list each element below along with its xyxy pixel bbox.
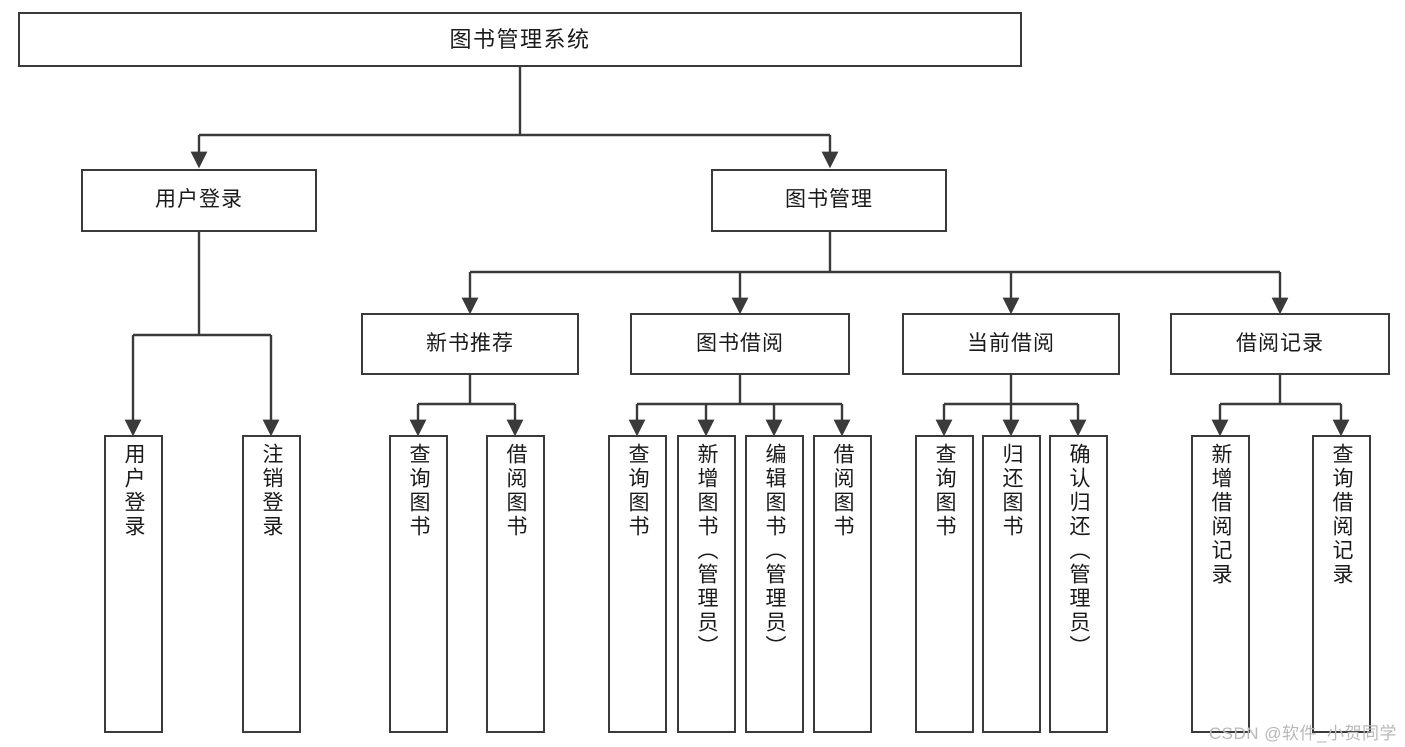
node-label: 查询图书 (407, 443, 430, 539)
node-label: 查询图书 (626, 443, 649, 539)
node-root-system[interactable]: 图书管理系统 (18, 12, 1022, 67)
node-label: 图书借阅 (696, 331, 784, 355)
node-label: 新增借阅记录 (1209, 443, 1232, 587)
node-user-login[interactable]: 用户登录 (81, 169, 317, 232)
node-label: 新书推荐 (426, 331, 514, 355)
node-label: 新增图书（管理员） (695, 443, 718, 659)
node-current-borrow[interactable]: 当前借阅 (902, 313, 1120, 375)
node-label: 用户登录 (155, 188, 243, 212)
node-label: 用户登录 (122, 443, 145, 539)
leaf-query-book-current[interactable]: 查询图书 (915, 435, 974, 733)
leaf-user-login[interactable]: 用户登录 (104, 435, 163, 733)
leaf-borrow-book[interactable]: 借阅图书 (813, 435, 872, 733)
node-label: 归还图书 (1000, 443, 1023, 539)
leaf-query-book-borrow[interactable]: 查询图书 (608, 435, 667, 733)
node-label: 图书管理系统 (449, 26, 591, 52)
node-book-borrow[interactable]: 图书借阅 (630, 313, 850, 375)
node-label: 查询图书 (933, 443, 956, 539)
leaf-logout[interactable]: 注销登录 (242, 435, 301, 733)
node-label: 借阅图书 (504, 443, 527, 539)
node-label: 查询借阅记录 (1330, 443, 1353, 587)
leaf-edit-book-admin[interactable]: 编辑图书（管理员） (745, 435, 804, 733)
leaf-confirm-return-admin[interactable]: 确认归还（管理员） (1049, 435, 1108, 733)
leaf-query-borrow-record[interactable]: 查询借阅记录 (1312, 435, 1371, 733)
leaf-borrow-book-new[interactable]: 借阅图书 (486, 435, 545, 733)
node-label: 编辑图书（管理员） (763, 443, 786, 659)
node-label: 当前借阅 (967, 331, 1055, 355)
leaf-query-book-new[interactable]: 查询图书 (389, 435, 448, 733)
leaf-add-book-admin[interactable]: 新增图书（管理员） (677, 435, 736, 733)
csdn-watermark: CSDN @软件_小贺同学 (1208, 724, 1397, 743)
node-label: 借阅记录 (1236, 331, 1324, 355)
node-label: 借阅图书 (831, 443, 854, 539)
node-label: 注销登录 (260, 443, 283, 539)
node-borrow-record[interactable]: 借阅记录 (1170, 313, 1390, 375)
node-new-book-recommend[interactable]: 新书推荐 (361, 313, 579, 375)
node-label: 确认归还（管理员） (1067, 443, 1090, 659)
leaf-add-borrow-record[interactable]: 新增借阅记录 (1191, 435, 1250, 733)
node-label: 图书管理 (785, 188, 873, 212)
leaf-return-book[interactable]: 归还图书 (982, 435, 1041, 733)
node-book-management[interactable]: 图书管理 (711, 169, 947, 232)
